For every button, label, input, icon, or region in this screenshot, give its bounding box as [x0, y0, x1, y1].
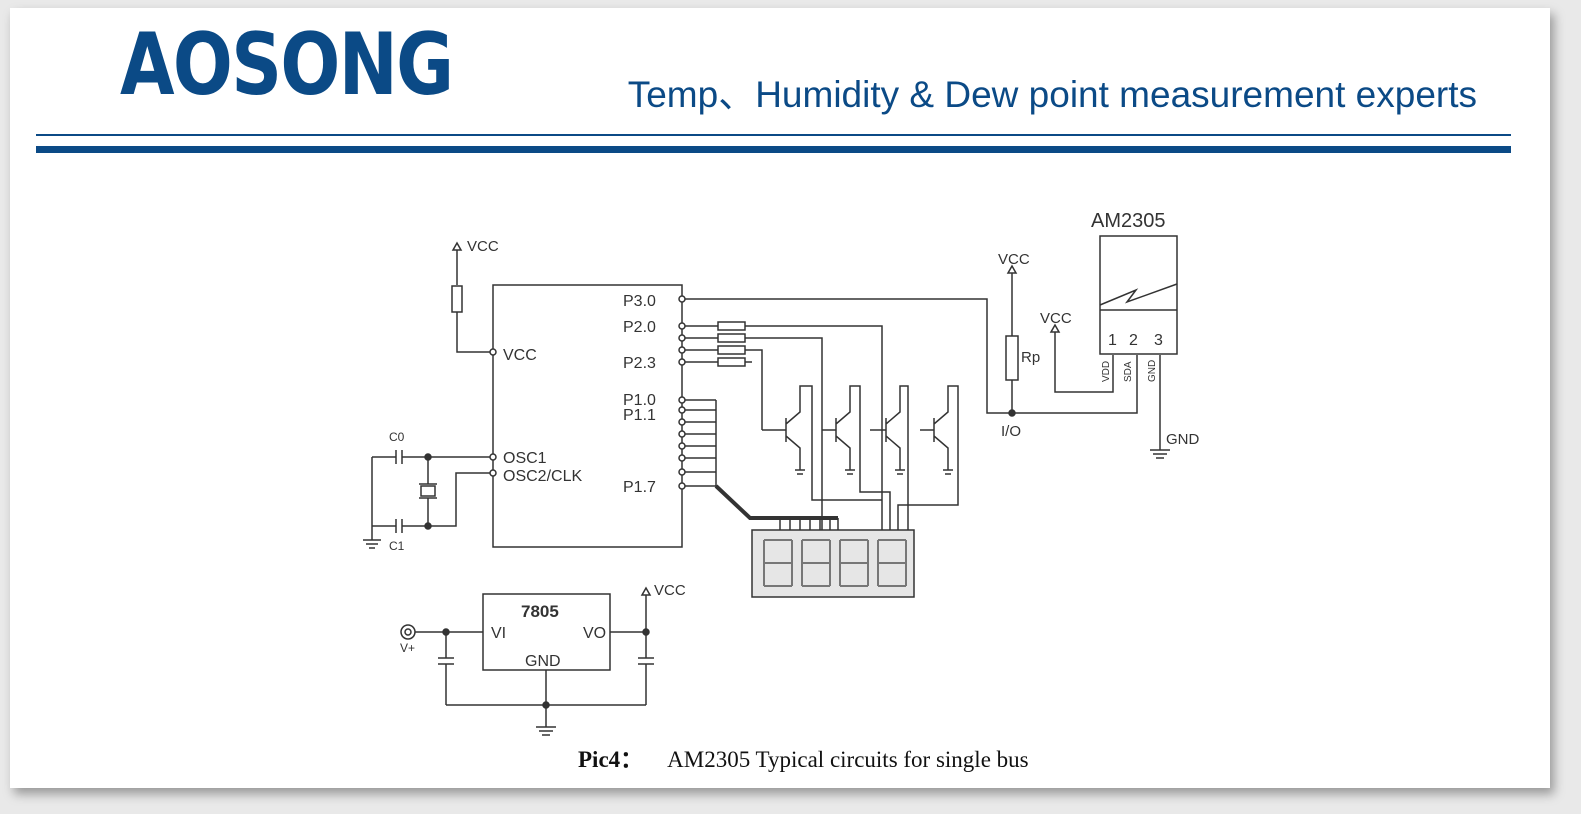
- vcc-label-top: VCC: [467, 238, 499, 255]
- pin-p10-label: P1.0: [623, 392, 656, 409]
- regulator-name: 7805: [521, 602, 559, 621]
- mcu-box: [492, 284, 683, 548]
- sensor-name: AM2305: [1091, 210, 1166, 232]
- oscillator-circuit: [363, 450, 497, 549]
- pin-p30-label: P3.0: [623, 293, 656, 310]
- sensor-pin3: 3: [1154, 332, 1163, 349]
- c1-label: C1: [389, 539, 405, 553]
- aosong-logo: AOSONG: [120, 15, 454, 115]
- header-rule-thin: [36, 134, 1511, 136]
- sensor-pin2: 2: [1129, 332, 1138, 349]
- rp-label: Rp: [1021, 349, 1040, 366]
- regulator-vi: VI: [491, 625, 506, 642]
- regulator-vo: VO: [583, 625, 606, 642]
- data-bus-wire: [682, 298, 1138, 414]
- regulator-vcc-label: VCC: [654, 582, 686, 599]
- figure-caption: Pic4： AM2305 Typical circuits for single …: [578, 740, 1029, 774]
- pin-dot: [489, 348, 497, 356]
- page-sheet: [10, 8, 1550, 788]
- segment-bus: [678, 396, 839, 530]
- am2305-sensor: [1099, 235, 1178, 355]
- sensor-wires: [1005, 264, 1170, 459]
- sensor-gnd-label: GND: [1147, 360, 1158, 382]
- sensor-sda-label: SDA: [1123, 361, 1134, 382]
- pin-p11-label: P1.1: [623, 407, 656, 424]
- pin-p23-label: P2.3: [623, 355, 656, 372]
- pullup-resistor: [451, 285, 463, 313]
- gnd-label: GND: [1166, 431, 1200, 448]
- mcu-vcc-label: VCC: [503, 347, 537, 364]
- c0-label: C0: [389, 430, 405, 444]
- osc1-label: OSC1: [503, 450, 547, 467]
- sensor-vdd-label: VDD: [1101, 361, 1112, 382]
- digit-drive-resistors: [678, 321, 883, 530]
- vplus-label: V+: [400, 641, 415, 655]
- pin-p17-label: P1.7: [623, 479, 656, 496]
- sensor-vcc-label: VCC: [1040, 310, 1072, 327]
- regulator-7805: [400, 586, 654, 736]
- caption-label: Pic4：: [578, 747, 644, 772]
- osc2-label: OSC2/CLK: [503, 468, 582, 485]
- io-label: I/O: [1001, 423, 1021, 440]
- pin-p20-label: P2.0: [623, 319, 656, 336]
- header-rule-thick: [36, 146, 1511, 153]
- rp-vcc-label: VCC: [998, 251, 1030, 268]
- transistor-array: [762, 385, 959, 530]
- vcc-wire: [456, 312, 493, 353]
- caption-text: AM2305 Typical circuits for single bus: [667, 747, 1029, 772]
- header-tagline: Temp、Humidity & Dew point measurement ex…: [627, 74, 1477, 115]
- seven-segment-display: [751, 529, 915, 598]
- sensor-pin1: 1: [1108, 332, 1117, 349]
- regulator-gnd: GND: [525, 653, 561, 670]
- vcc-arrow: [451, 241, 463, 285]
